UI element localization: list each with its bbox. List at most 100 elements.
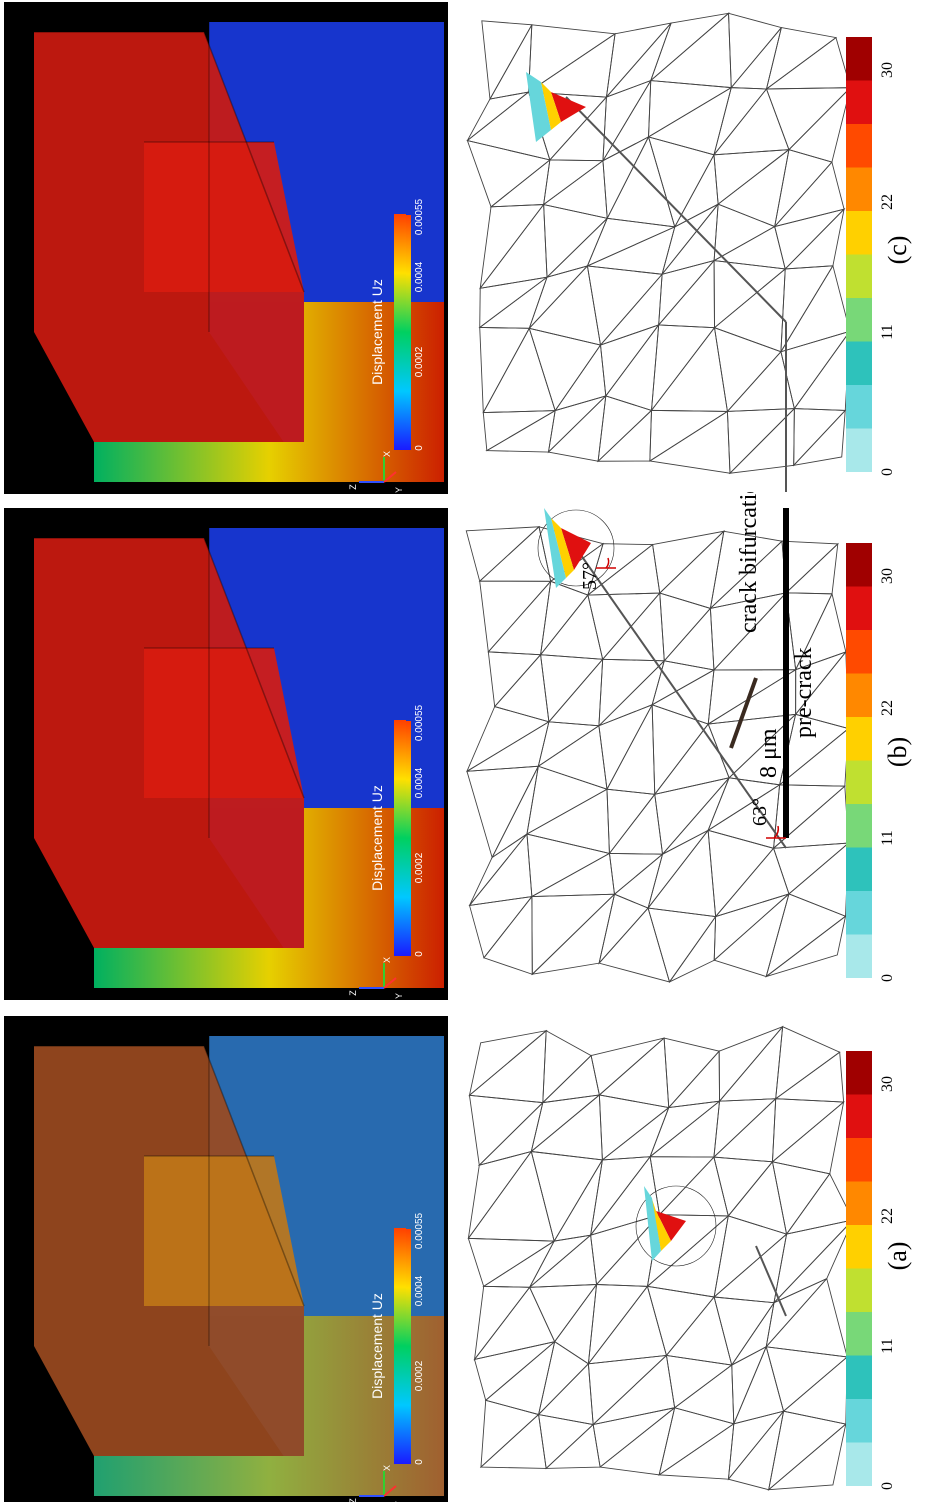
damage-patch (561, 528, 591, 570)
damage-colorbar-segment (846, 760, 872, 804)
mesh-background (456, 508, 876, 998)
axis-triad: Z X Y (348, 1465, 404, 1502)
axis-line (383, 471, 397, 483)
axis-label-y: Y (394, 1501, 404, 1502)
uz-tick-label: 0 (414, 445, 425, 451)
crack-face (144, 1156, 304, 1306)
gradient-face (94, 1316, 444, 1496)
uz-tick-label: 0.0002 (414, 346, 425, 377)
axis-label-z: Z (348, 484, 358, 490)
damage-colorbar-segment (846, 1051, 872, 1095)
damage-colorbar-segment (846, 254, 872, 298)
damage-patch (656, 1211, 686, 1241)
axis-label-z: Z (348, 1498, 358, 1502)
axis-label-x: X (382, 957, 392, 963)
axis-label-y: Y (394, 993, 404, 999)
crack-line (565, 96, 787, 323)
mesh-lines (467, 1025, 855, 1491)
mesh-triangle (792, 409, 846, 467)
damage-colorbar-segment (846, 1138, 872, 1182)
mesh-background (456, 1016, 876, 1502)
uz-tick-label: 0.00055 (414, 704, 425, 741)
uz-colorbar-title: Displacement Uz (369, 785, 385, 891)
panel-label-a: (a) (883, 1242, 912, 1271)
damage-tick-label: 30 (879, 1076, 896, 1092)
damage-colorbar-segment (846, 630, 872, 674)
crack-face (144, 142, 304, 292)
uz-colorbar-fill (394, 720, 406, 956)
damage-tick-label: 22 (879, 1208, 896, 1224)
uz-tick-label: 0.0004 (414, 1275, 425, 1306)
uz-tick-label: 0 (414, 951, 425, 957)
damage-colorbar-segment (846, 804, 872, 848)
damage-patch (651, 1196, 671, 1251)
damage-colorbar-segment (846, 586, 872, 630)
damage-colorbar-segment (846, 1399, 872, 1443)
damage-colorbar-segment (846, 167, 872, 211)
damage-colorbar-segment (846, 673, 872, 717)
uz-colorbar-title: Displacement Uz (369, 1293, 385, 1399)
edge-line (34, 537, 305, 799)
crack-line (575, 547, 787, 849)
damage-colorbar-segment (846, 934, 872, 978)
uz-colorbar-fill (394, 214, 406, 450)
angle-marker-63 (766, 825, 786, 839)
refined-zone (635, 1185, 717, 1267)
mesh-lines (466, 12, 852, 475)
edge-line (34, 31, 305, 293)
axis-label-y: Y (394, 487, 404, 493)
crack-path (537, 508, 789, 849)
uz-tick-label: 0 (414, 1459, 425, 1465)
uz-colorbar-title: Displacement Uz (369, 279, 385, 385)
damage-colorbar-segment (846, 341, 872, 385)
damage-colorbar-segment (846, 385, 872, 429)
damage-tick-label: 0 (879, 1482, 896, 1490)
damage-tick-label: 0 (879, 974, 896, 982)
damage-colorbar-segment (846, 1268, 872, 1312)
damage-tick-label: 0 (879, 468, 896, 476)
axis-line (383, 1485, 397, 1497)
panel-label-b: (b) (883, 737, 912, 767)
damage-tick-label: 22 (879, 194, 896, 210)
crack-line (755, 1245, 787, 1317)
damage-patch (644, 1186, 661, 1261)
uz-tick-label: 0.0002 (414, 852, 425, 883)
damage-colorbar-segment (846, 1181, 872, 1225)
uz-colorbar-fill (394, 1228, 406, 1464)
damage-patch (544, 508, 566, 588)
uz-tick-label: 0.00055 (414, 1212, 425, 1249)
damage-tick-label: 11 (879, 324, 896, 339)
damage-colorbar-segment (846, 37, 872, 81)
damage-colorbar-segment (846, 1355, 872, 1399)
damage-colorbar-segment (846, 847, 872, 891)
crack-path (635, 1185, 787, 1317)
annotation-crack-bifurcation: crack bifurcation (736, 470, 762, 633)
mesh-triangle (767, 1422, 847, 1491)
annotation-size: 8 μm (756, 728, 782, 778)
uz-tick-label: 0.0004 (414, 767, 425, 798)
damage-patch (541, 82, 561, 130)
gradient-face (94, 808, 444, 988)
crack-face (144, 648, 304, 798)
mesh-background (456, 2, 876, 492)
gradient-face (94, 302, 444, 482)
uz-tick-label: 0.00055 (414, 198, 425, 235)
axis-label-x: X (382, 451, 392, 457)
annotation-pre-crack: pre-crack (791, 647, 817, 738)
damage-colorbar-segment (846, 717, 872, 761)
bifurcation-arrow (729, 677, 758, 749)
damage-tick-label: 30 (879, 568, 896, 584)
damage-colorbar-segment (846, 80, 872, 124)
axis-label-x: X (382, 1465, 392, 1471)
crack-path (526, 72, 787, 492)
